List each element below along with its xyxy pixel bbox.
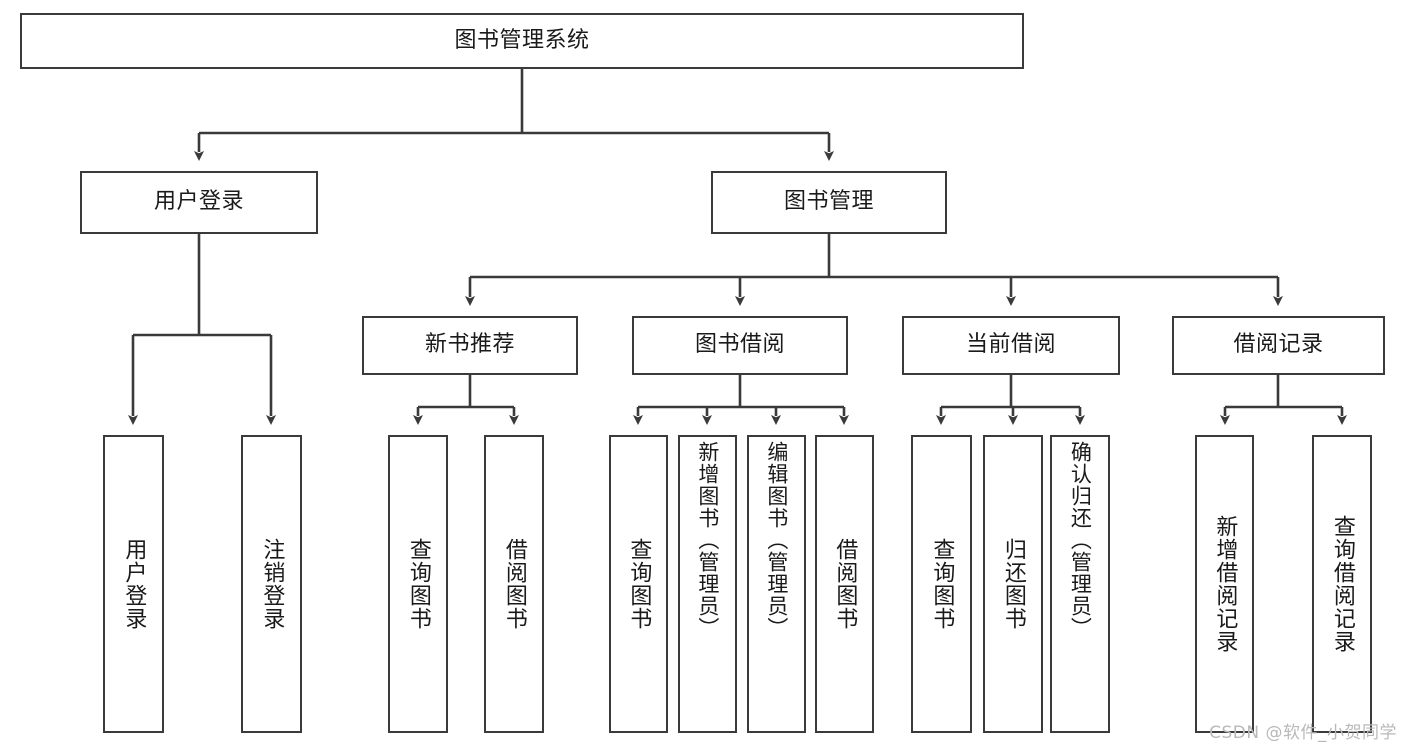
node-leaf-edit-book-admin[interactable]: 编辑图书（管理员） [747,435,806,733]
node-leaf-query-borrow-record-label: 查询借阅记录 [1329,515,1355,653]
node-leaf-query-book-2[interactable]: 查询图书 [609,435,668,733]
node-leaf-add-book-admin[interactable]: 新增图书（管理员） [678,435,737,733]
node-new-book-recommend[interactable]: 新书推荐 [362,316,578,375]
watermark-text: CSDN @软件_小贺同学 [1209,723,1397,743]
node-leaf-borrow-book-1-label: 借阅图书 [501,538,527,630]
node-new-book-recommend-label: 新书推荐 [424,332,515,358]
node-book-borrow-label: 图书借阅 [694,332,785,358]
node-borrow-record[interactable]: 借阅记录 [1172,316,1385,375]
node-current-borrow-label: 当前借阅 [965,332,1056,358]
node-root[interactable]: 图书管理系统 [20,13,1024,69]
node-leaf-return-book[interactable]: 归还图书 [983,435,1043,733]
node-leaf-return-book-label: 归还图书 [1000,538,1026,630]
node-leaf-borrow-book-1[interactable]: 借阅图书 [484,435,544,733]
node-book-manage[interactable]: 图书管理 [711,171,947,234]
node-borrow-record-label: 借阅记录 [1233,332,1324,358]
node-leaf-query-book-3-label: 查询图书 [929,538,955,630]
node-leaf-logout[interactable]: 注销登录 [241,435,302,733]
node-leaf-edit-book-admin-label: 编辑图书（管理员） [764,441,789,639]
node-book-borrow[interactable]: 图书借阅 [632,316,848,375]
node-leaf-query-book-1[interactable]: 查询图书 [388,435,448,733]
node-user-login-label: 用户登录 [153,189,244,215]
node-leaf-confirm-return-admin-label: 确认归还（管理员） [1068,441,1093,639]
node-leaf-borrow-book-2-label: 借阅图书 [832,538,858,630]
node-leaf-user-login[interactable]: 用户登录 [103,435,164,733]
node-root-label: 图书管理系统 [454,27,590,53]
node-leaf-query-borrow-record[interactable]: 查询借阅记录 [1312,435,1372,733]
node-leaf-confirm-return-admin[interactable]: 确认归还（管理员） [1050,435,1110,733]
node-leaf-add-borrow-record-label: 新增借阅记录 [1212,515,1238,653]
node-current-borrow[interactable]: 当前借阅 [902,316,1120,375]
node-leaf-user-login-label: 用户登录 [121,538,147,630]
node-leaf-add-book-admin-label: 新增图书（管理员） [695,441,720,639]
node-leaf-add-borrow-record[interactable]: 新增借阅记录 [1195,435,1254,733]
node-book-manage-label: 图书管理 [783,189,874,215]
node-leaf-query-book-1-label: 查询图书 [405,538,431,630]
node-leaf-logout-label: 注销登录 [259,538,285,630]
node-user-login[interactable]: 用户登录 [80,171,318,234]
node-leaf-query-book-3[interactable]: 查询图书 [911,435,972,733]
node-leaf-borrow-book-2[interactable]: 借阅图书 [815,435,874,733]
node-leaf-query-book-2-label: 查询图书 [626,538,652,630]
